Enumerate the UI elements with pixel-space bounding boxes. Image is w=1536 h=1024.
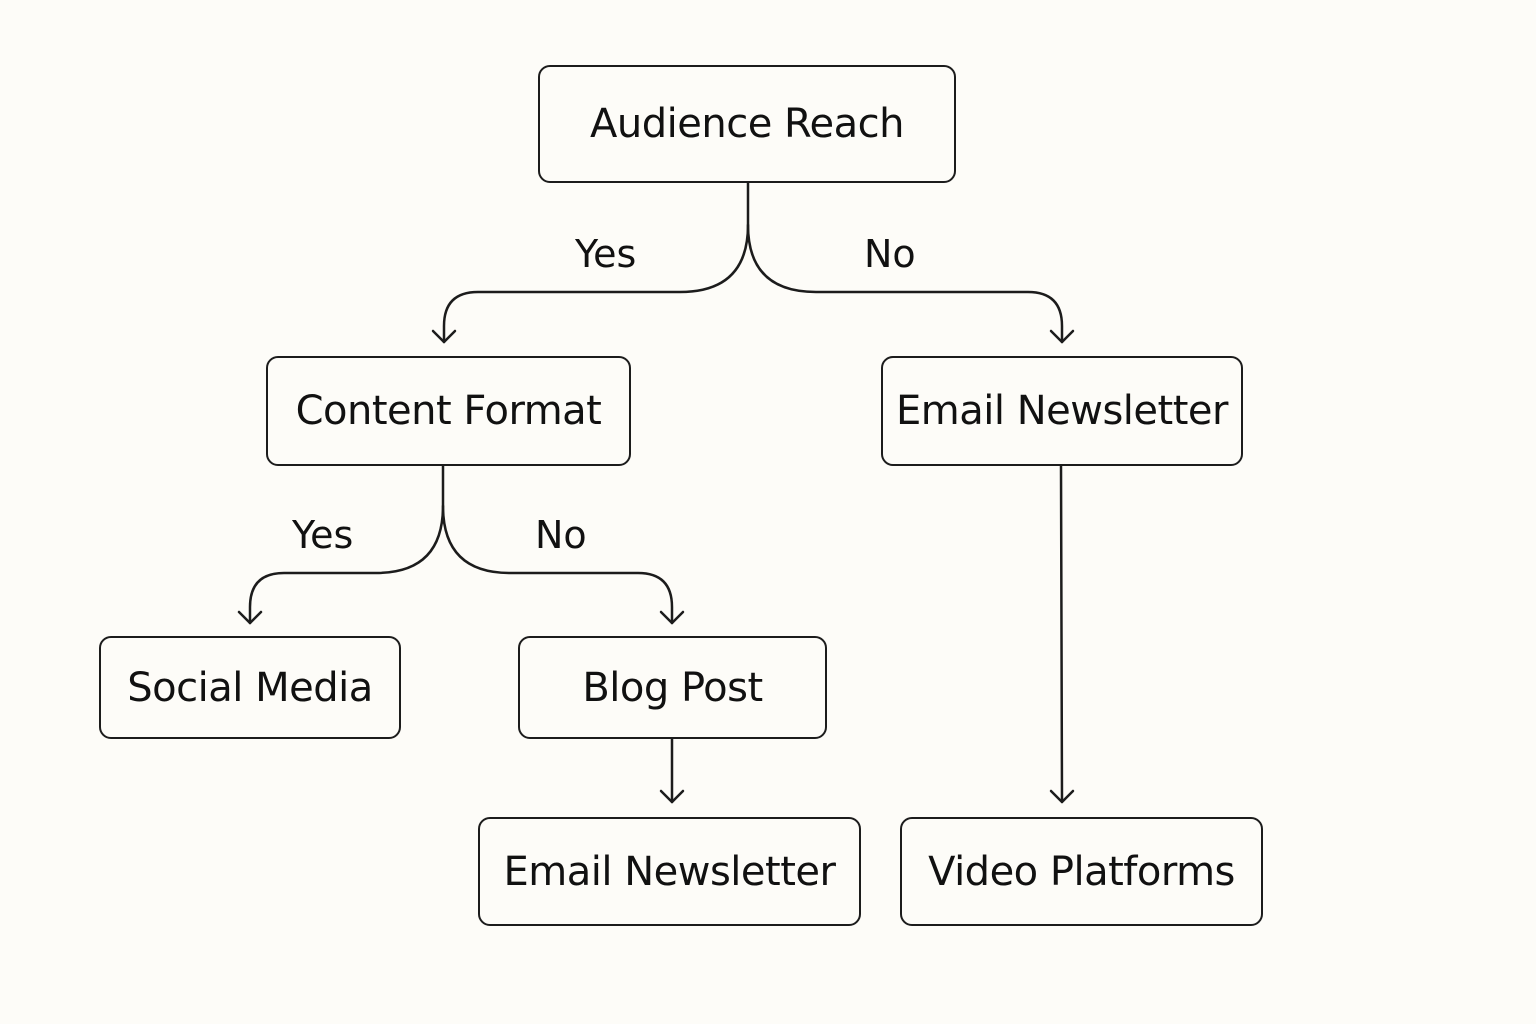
node-blog-post: Blog Post	[518, 636, 827, 739]
arrowhead-blog-post	[659, 610, 685, 625]
node-label: Video Platforms	[928, 848, 1235, 895]
edge-reach-to-content-format	[442, 181, 750, 344]
edge-label-reach-yes: Yes	[575, 232, 637, 276]
node-label: Content Format	[295, 388, 602, 434]
edge-label-format-yes: Yes	[292, 513, 354, 557]
node-video-platforms: Video Platforms	[900, 817, 1263, 926]
edge-format-to-blog-post	[441, 504, 674, 625]
edge-format-to-social-media	[248, 464, 445, 625]
node-social-media: Social Media	[99, 636, 401, 739]
edge-reach-to-email-newsletter	[746, 223, 1064, 344]
node-label: Email Newsletter	[896, 388, 1228, 434]
node-label: Social Media	[127, 664, 373, 711]
node-label: Audience Reach	[590, 101, 904, 147]
edge-label-reach-no: No	[864, 232, 916, 276]
arrowhead-content-format	[431, 329, 457, 344]
arrowhead-email-newsletter	[1049, 329, 1075, 344]
node-content-format: Content Format	[266, 356, 631, 466]
edge-email-to-video-platforms	[1059, 464, 1064, 804]
edge-label-format-no: No	[535, 513, 587, 557]
node-label: Email Newsletter	[503, 848, 836, 895]
node-email-newsletter-right: Email Newsletter	[881, 356, 1243, 466]
arrowhead-video-platforms	[1049, 789, 1075, 804]
node-label: Blog Post	[582, 664, 763, 711]
node-audience-reach: Audience Reach	[538, 65, 956, 183]
node-email-newsletter-bottom: Email Newsletter	[478, 817, 861, 926]
arrowhead-social-media	[237, 610, 263, 625]
arrowhead-email-newsletter-bottom	[659, 789, 685, 804]
